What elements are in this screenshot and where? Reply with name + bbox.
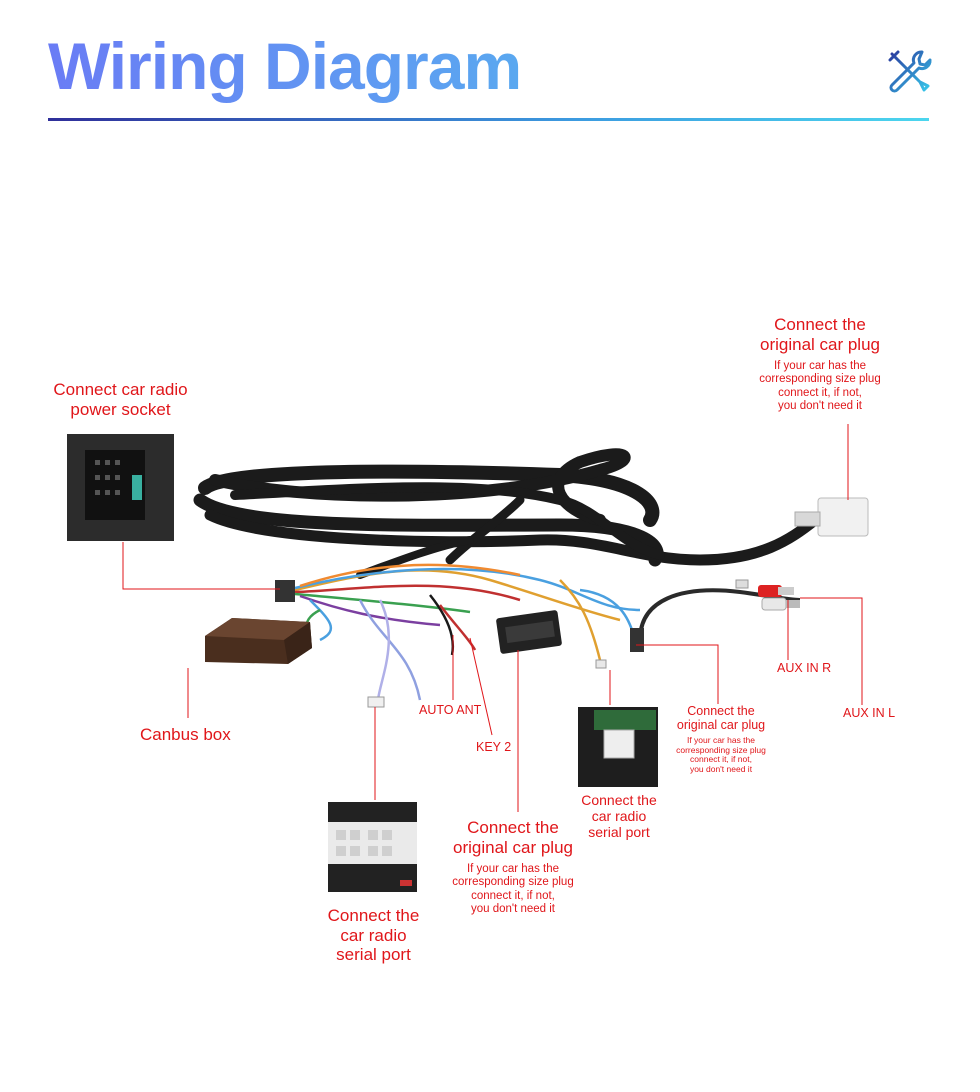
label-orig-plug-top: Connect the original car plug If your ca… bbox=[740, 315, 900, 413]
page-title: Wiring Diagram bbox=[48, 26, 522, 106]
tools-icon bbox=[888, 50, 932, 93]
label-line: Connect the bbox=[687, 704, 755, 718]
label-canbus: Canbus box bbox=[140, 725, 231, 744]
white-plug-top bbox=[794, 497, 869, 537]
label-line: Connect the bbox=[327, 906, 420, 925]
label-serial-bottom: Connect the car radio serial port bbox=[316, 906, 431, 965]
label-auto-ant: AUTO ANT bbox=[419, 703, 482, 717]
label-line: serial port bbox=[588, 824, 650, 841]
label-line: you don't need it bbox=[689, 764, 753, 775]
label-line: If your car has the bbox=[466, 863, 560, 876]
serial-port-photo-mid bbox=[578, 707, 658, 787]
label-aux-l: AUX IN L bbox=[843, 706, 896, 720]
label-line: car radio bbox=[340, 925, 407, 945]
label-line: power socket bbox=[70, 399, 171, 419]
wire-bundle bbox=[294, 563, 641, 701]
label-serial-mid: Connect the car radio serial port bbox=[573, 792, 665, 840]
label-power-socket: Connect car radio power socket bbox=[48, 380, 193, 419]
label-line: corresponding size plug bbox=[759, 373, 881, 386]
label-title: Connect the original car plug bbox=[668, 704, 774, 733]
serial-port-photo-bottom bbox=[328, 802, 417, 892]
label-note: If your car has the corresponding size p… bbox=[668, 734, 774, 775]
leader-lines bbox=[122, 424, 863, 812]
label-line: original car plug bbox=[452, 837, 573, 857]
label-line: original car plug bbox=[676, 718, 766, 733]
label-line: connect it, if not, bbox=[471, 889, 555, 902]
label-line: you don't need it bbox=[470, 902, 556, 915]
label-line: Connect the bbox=[467, 818, 559, 837]
harness-connector-right bbox=[630, 628, 644, 652]
black-car-plug bbox=[496, 610, 562, 654]
label-title: Connect the original car plug bbox=[433, 818, 593, 857]
label-line: you don't need it bbox=[777, 399, 863, 412]
serial-plug-small bbox=[595, 659, 607, 669]
label-line: corresponding size plug bbox=[676, 744, 766, 755]
white-plug-small bbox=[367, 696, 385, 708]
label-key2: KEY 2 bbox=[476, 740, 512, 754]
label-line: serial port bbox=[336, 945, 411, 965]
label-line: Connect car radio bbox=[53, 380, 188, 399]
label-line: Connect the bbox=[581, 792, 657, 808]
label-line: corresponding size plug bbox=[452, 876, 574, 889]
rca-plugs bbox=[735, 579, 800, 611]
title-divider bbox=[48, 118, 929, 121]
label-orig-plug-bottom: Connect the original car plug If your ca… bbox=[433, 818, 593, 916]
label-line: car radio bbox=[591, 808, 647, 825]
cable-bundle bbox=[193, 448, 821, 579]
label-line: connect it, if not, bbox=[778, 386, 862, 399]
label-line: If your car has the bbox=[686, 734, 756, 745]
label-line: original car plug bbox=[759, 334, 880, 354]
label-orig-plug-mid: Connect the original car plug If your ca… bbox=[668, 704, 774, 775]
label-line: Connect the bbox=[774, 315, 866, 334]
harness-connector-left bbox=[275, 580, 295, 602]
power-socket-photo bbox=[67, 434, 174, 541]
label-line: If your car has the bbox=[773, 360, 867, 373]
label-title: Connect the original car plug bbox=[740, 315, 900, 354]
label-aux-r: AUX IN R bbox=[777, 661, 832, 675]
label-note: If your car has the corresponding size p… bbox=[433, 863, 593, 916]
canbus-box-shape bbox=[205, 618, 312, 664]
label-line: connect it, if not, bbox=[690, 754, 752, 765]
label-note: If your car has the corresponding size p… bbox=[740, 360, 900, 413]
